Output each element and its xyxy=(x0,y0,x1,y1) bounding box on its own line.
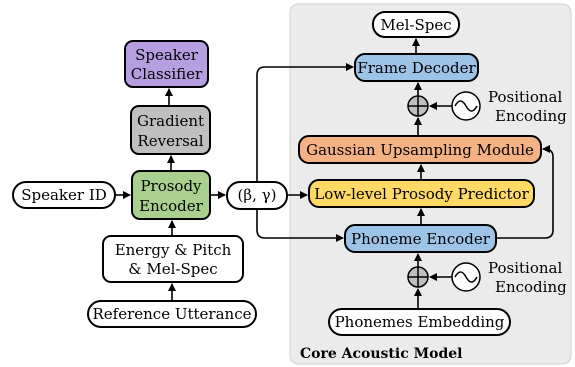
arrow-phoneme-to-gaussian xyxy=(496,145,554,239)
gaussian-upsampling-label: Gaussian Upsampling Module xyxy=(306,141,534,159)
energy-pitch-label-2: & Mel-Spec xyxy=(128,260,217,278)
arrow-beta-to-phoneme-encoder xyxy=(256,209,344,242)
phoneme-encoder-label: Phoneme Encoder xyxy=(351,230,491,248)
frame-decoder-label: Frame Decoder xyxy=(357,59,476,77)
lower-positional-label-1: Positional xyxy=(488,259,562,277)
beta-gamma-label: (β, γ) xyxy=(238,186,277,204)
arrows-core xyxy=(412,38,554,309)
upper-sine-wave-icon xyxy=(451,91,481,121)
phonemes-embedding-label: Phonemes Embedding xyxy=(335,313,505,331)
low-level-prosody-label: Low-level Prosody Predictor xyxy=(314,185,529,203)
gradient-reversal-box xyxy=(130,105,211,155)
speaker-classifier-box xyxy=(124,40,209,88)
upper-sum-node-icon xyxy=(407,95,429,117)
speaker-classifier-label-2: Classifier xyxy=(131,65,203,83)
mel-spec-box xyxy=(372,11,460,38)
energy-pitch-mel-box xyxy=(102,235,244,283)
prosody-encoder-label-1: Prosody xyxy=(140,177,202,195)
phonemes-embedding-box xyxy=(328,308,511,336)
speaker-id-label: Speaker ID xyxy=(21,186,107,204)
gaussian-upsampling-box xyxy=(298,135,542,164)
mel-spec-label: Mel-Spec xyxy=(380,16,451,34)
arrow-beta-to-frame-decoder xyxy=(256,63,354,182)
panel-label: Core Acoustic Model xyxy=(300,346,462,362)
lower-positional-label-2: Encoding xyxy=(495,278,567,296)
upper-positional-label-2: Encoding xyxy=(495,107,567,125)
energy-pitch-label-1: Energy & Pitch xyxy=(115,241,232,259)
arrows-left xyxy=(115,63,354,301)
upper-positional-label-1: Positional xyxy=(488,88,562,106)
prosody-encoder-label-2: Encoder xyxy=(139,197,204,215)
lower-sine-wave-icon xyxy=(451,262,481,292)
gradient-reversal-label-2: Reversal xyxy=(137,132,203,150)
lower-sum-node-icon xyxy=(407,266,429,288)
speaker-classifier-label-1: Speaker xyxy=(135,46,199,64)
reference-utterance-label: Reference Utterance xyxy=(93,305,252,323)
gradient-reversal-label-1: Gradient xyxy=(137,112,204,130)
